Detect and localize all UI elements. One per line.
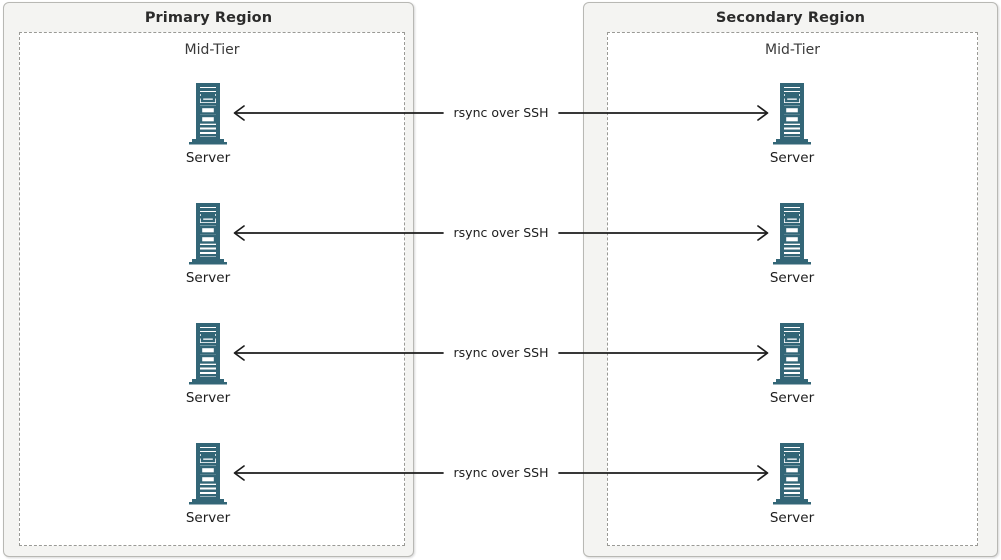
secondary-server-2[interactable]: Server — [744, 202, 840, 286]
link-rsync-4-label: rsync over SSH — [453, 465, 549, 480]
secondary-server-1-label: Server — [769, 150, 815, 166]
primary-server-2[interactable]: Server — [160, 202, 256, 286]
secondary-server-2-label: Server — [769, 270, 815, 286]
primary-server-4[interactable]: Server — [160, 442, 256, 526]
server-rack-icon — [186, 442, 230, 508]
secondary-server-3-label: Server — [769, 390, 815, 406]
region-secondary-title: Secondary Region — [715, 10, 866, 26]
server-rack-icon — [770, 202, 814, 268]
primary-server-2-label: Server — [185, 270, 231, 286]
tier-primary-title: Mid-Tier — [184, 42, 240, 58]
secondary-server-4-label: Server — [769, 510, 815, 526]
primary-server-1[interactable]: Server — [160, 82, 256, 166]
primary-server-3[interactable]: Server — [160, 322, 256, 406]
link-rsync-3-label: rsync over SSH — [453, 345, 549, 360]
tier-secondary-title: Mid-Tier — [764, 42, 820, 58]
link-rsync-1-label: rsync over SSH — [453, 105, 549, 120]
server-rack-icon — [186, 322, 230, 388]
secondary-server-1[interactable]: Server — [744, 82, 840, 166]
secondary-server-3[interactable]: Server — [744, 322, 840, 406]
primary-server-3-label: Server — [185, 390, 231, 406]
primary-server-1-label: Server — [185, 150, 231, 166]
secondary-server-4[interactable]: Server — [744, 442, 840, 526]
server-rack-icon — [770, 82, 814, 148]
link-rsync-2-label: rsync over SSH — [453, 225, 549, 240]
primary-server-4-label: Server — [185, 510, 231, 526]
server-rack-icon — [186, 202, 230, 268]
server-rack-icon — [186, 82, 230, 148]
server-rack-icon — [770, 322, 814, 388]
region-primary-title: Primary Region — [144, 10, 273, 26]
server-rack-icon — [770, 442, 814, 508]
